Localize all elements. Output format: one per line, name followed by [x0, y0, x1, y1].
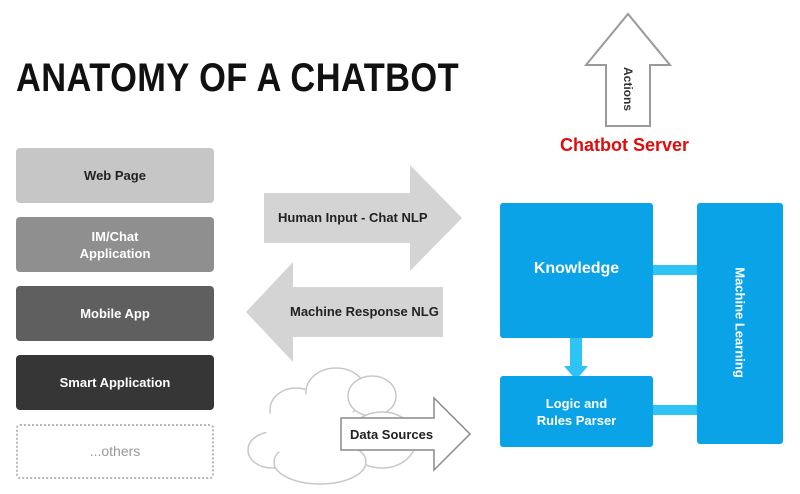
- channel-label: ...others: [89, 443, 141, 459]
- human-input-label: Human Input - Chat NLP: [278, 210, 428, 225]
- channel-label: Mobile App: [80, 306, 150, 321]
- knowledge-box: Knowledge: [500, 203, 653, 338]
- logic-label: Logic and Rules Parser: [536, 396, 617, 428]
- channel-smart-application: Smart Application: [16, 355, 214, 410]
- data-sources-label: Data Sources: [350, 427, 434, 442]
- machine-learning-box: [697, 203, 783, 444]
- channel-mobile-app: Mobile App: [16, 286, 214, 341]
- page-title: ANATOMY OF A CHATBOT: [16, 56, 460, 100]
- machine-response-label: Machine Response NLG: [290, 304, 439, 319]
- channel-web-page: Web Page: [16, 148, 214, 203]
- channel-label: Smart Application: [59, 375, 171, 390]
- channel-label: Web Page: [84, 168, 146, 183]
- human-input-arrow: [264, 165, 462, 271]
- knowledge-ml-connector: [638, 259, 712, 281]
- knowledge-label: Knowledge: [533, 260, 620, 277]
- logic-box: Logic and Rules Parser: [500, 376, 653, 447]
- actions-arrow: [583, 12, 673, 127]
- channel-label: IM/Chat Application: [79, 228, 151, 261]
- channel-others: ...others: [16, 424, 214, 479]
- server-title: Chatbot Server: [560, 135, 690, 155]
- logic-ml-connector: [638, 399, 712, 421]
- machine-response-arrow: [246, 262, 443, 362]
- machine-learning-label: Machine Learning: [732, 267, 748, 378]
- actions-label: Actions: [621, 66, 635, 111]
- channel-im-chat-application: IM/Chat Application: [16, 217, 214, 272]
- data-sources-arrow: [340, 396, 472, 472]
